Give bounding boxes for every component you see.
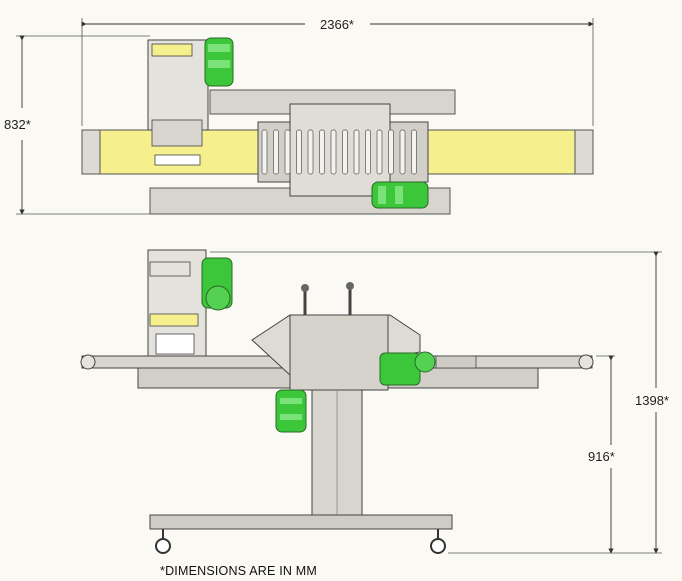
side-motor-lower: [275, 389, 307, 433]
center-slot: [273, 129, 279, 175]
center-slot: [319, 129, 325, 175]
side-base: [149, 514, 453, 530]
center-slot: [296, 129, 302, 175]
center-slot: [307, 129, 314, 175]
center-slot: [388, 129, 394, 175]
center-slot: [411, 129, 417, 175]
total-height-label: 1398*: [635, 393, 669, 408]
center-slot: [376, 129, 383, 175]
top-right-belt: [424, 129, 594, 175]
center-slot: [399, 129, 406, 175]
side-motor-hopper: [201, 257, 233, 311]
center-slot: [342, 129, 348, 175]
dimensions-note: *DIMENSIONS ARE IN MM: [160, 564, 317, 578]
center-slot: [353, 129, 360, 175]
width-dimension-label: 2366*: [320, 17, 354, 32]
belt-height-label: 916*: [588, 449, 615, 464]
top-motor-lower: [371, 181, 429, 209]
top-center-slots: [261, 129, 417, 175]
top-view: 2366* 832*: [4, 17, 594, 215]
center-slot: [284, 129, 291, 175]
wheel-right: [430, 538, 446, 554]
side-motor-right: [379, 351, 477, 386]
center-slot: [365, 129, 371, 175]
top-motor-upper: [204, 37, 234, 87]
wheel-left: [155, 538, 171, 554]
side-view: 1398* 916*: [80, 249, 669, 554]
center-slot: [261, 129, 268, 175]
center-slot: [330, 129, 337, 175]
depth-dimension-label: 832*: [4, 117, 31, 132]
